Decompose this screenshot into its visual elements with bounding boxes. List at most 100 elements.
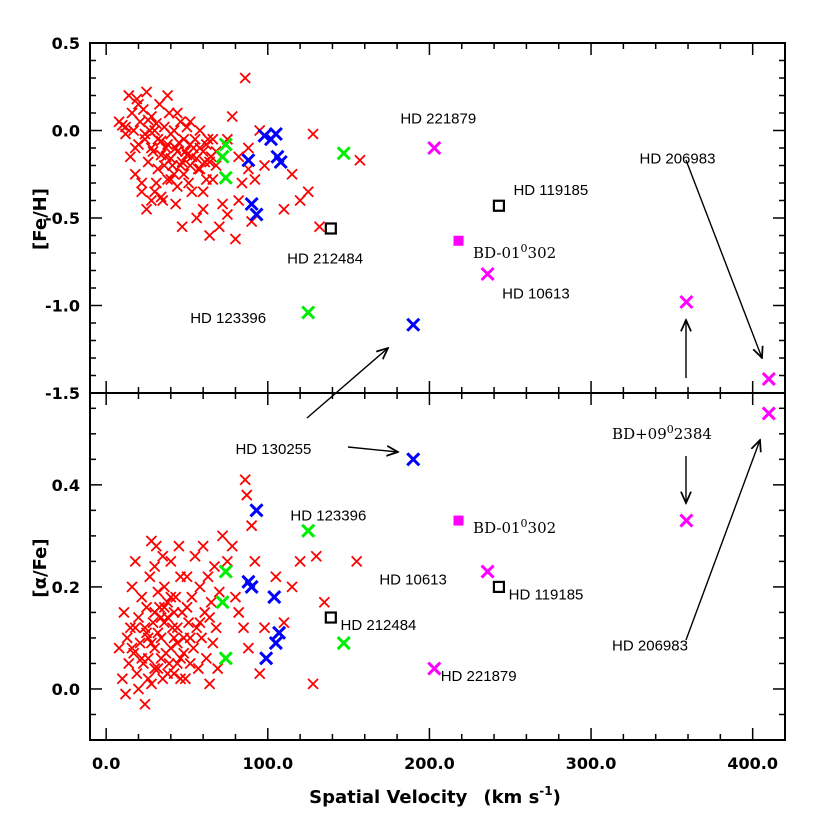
point-red-x bbox=[186, 186, 198, 198]
point-green-x bbox=[336, 635, 351, 651]
y-tick-label-top: -0.5 bbox=[45, 209, 80, 228]
point-red-x bbox=[178, 647, 190, 659]
point-red-x bbox=[136, 591, 148, 603]
point-red-x bbox=[187, 642, 200, 654]
point-red-x bbox=[145, 637, 158, 649]
point-red-x bbox=[139, 133, 151, 145]
arrow-hd130255-top bbox=[306, 348, 388, 419]
point-red-x bbox=[145, 194, 158, 207]
point-red-x bbox=[194, 616, 206, 629]
point-red-x bbox=[216, 530, 229, 542]
point-red-x bbox=[155, 632, 167, 644]
point-blue-x bbox=[241, 153, 256, 168]
point-red-x bbox=[171, 622, 183, 634]
y-tick-label-top: 0.0 bbox=[52, 122, 80, 141]
point-red-x bbox=[168, 632, 180, 644]
point-red-x bbox=[258, 159, 271, 172]
point-red-x bbox=[197, 540, 209, 552]
point-blue-x bbox=[273, 154, 288, 170]
point-red-x bbox=[174, 159, 187, 172]
point-red-x bbox=[213, 586, 225, 598]
x-axis-label-close: ) bbox=[553, 787, 561, 808]
point-red-x bbox=[191, 212, 203, 224]
bd-suffix: 302 bbox=[528, 244, 557, 262]
point-blue-x bbox=[259, 651, 274, 666]
point-red-x bbox=[181, 601, 193, 613]
data-points bbox=[113, 72, 776, 710]
point-red-x bbox=[278, 616, 290, 629]
point-red-x bbox=[258, 622, 271, 634]
annotation-label: HD 206983 bbox=[612, 638, 688, 655]
point-red-x bbox=[123, 89, 135, 102]
point-red-x bbox=[307, 678, 319, 690]
point-red-x bbox=[181, 121, 193, 133]
point-magenta-x bbox=[427, 140, 442, 156]
point-red-x bbox=[145, 678, 158, 690]
point-red-x bbox=[161, 89, 174, 102]
point-red-x bbox=[174, 652, 187, 664]
point-red-x bbox=[354, 154, 366, 166]
point-red-x bbox=[216, 198, 229, 210]
point-red-x bbox=[155, 191, 167, 203]
bd-sup: 0 bbox=[521, 517, 528, 530]
y-tick-label-top: 0.5 bbox=[52, 34, 80, 53]
point-red-x bbox=[203, 611, 216, 624]
point-red-x bbox=[124, 622, 137, 634]
point-red-x bbox=[168, 168, 180, 180]
annotation-label: HD 221879 bbox=[441, 668, 517, 685]
point-red-x bbox=[302, 186, 314, 198]
annotation-label-bd: BD+0902384 bbox=[612, 423, 712, 443]
point-red-x bbox=[310, 550, 322, 562]
point-red-x bbox=[182, 616, 195, 629]
point-red-x bbox=[194, 163, 206, 175]
point-blue-x bbox=[268, 126, 283, 142]
point-black-square-open bbox=[324, 222, 337, 235]
x-tick-label: 200.0 bbox=[404, 754, 455, 773]
point-red-x bbox=[212, 662, 224, 675]
point-red-x bbox=[184, 657, 196, 670]
point-green-x bbox=[301, 305, 316, 320]
point-red-x bbox=[186, 591, 198, 603]
point-red-x bbox=[221, 208, 234, 221]
annotation-label: HD 123396 bbox=[190, 310, 266, 327]
point-red-x bbox=[136, 652, 148, 664]
point-red-x bbox=[286, 168, 298, 180]
point-magenta-x bbox=[679, 513, 694, 528]
point-red-x bbox=[131, 668, 143, 680]
point-red-x bbox=[270, 571, 282, 583]
point-red-x bbox=[142, 114, 154, 126]
point-red-x bbox=[173, 540, 185, 552]
point-blue-x bbox=[267, 590, 282, 605]
point-red-x bbox=[249, 555, 261, 568]
annotation-label: HD 212484 bbox=[287, 250, 363, 267]
point-red-x bbox=[202, 571, 214, 583]
point-red-x bbox=[173, 137, 185, 149]
point-red-x bbox=[144, 571, 156, 583]
point-red-x bbox=[254, 668, 266, 680]
point-magenta-x bbox=[761, 406, 776, 421]
point-red-x bbox=[191, 622, 203, 634]
point-red-x bbox=[200, 173, 213, 186]
x-tick-label: 300.0 bbox=[566, 754, 617, 773]
annotation-label: HD 119185 bbox=[509, 587, 584, 604]
point-red-x bbox=[170, 142, 182, 154]
point-magenta-x bbox=[679, 294, 694, 310]
point-red-x bbox=[197, 186, 209, 198]
annotation-label: HD 212484 bbox=[341, 617, 417, 634]
point-red-x bbox=[207, 133, 219, 145]
point-red-x bbox=[351, 555, 363, 568]
plot-frames bbox=[89, 42, 786, 741]
point-red-x bbox=[178, 168, 190, 180]
point-red-x bbox=[213, 221, 225, 233]
point-red-x bbox=[161, 138, 174, 151]
annotation-arrows bbox=[306, 159, 762, 641]
point-red-x bbox=[242, 642, 255, 654]
bd-prefix: BD-01 bbox=[473, 519, 520, 537]
point-red-x bbox=[134, 637, 146, 649]
point-red-x bbox=[155, 611, 167, 624]
point-red-x bbox=[165, 642, 177, 654]
y-tick-label-bottom: 0.0 bbox=[52, 680, 80, 699]
annotation-label: HD 130255 bbox=[235, 441, 311, 458]
